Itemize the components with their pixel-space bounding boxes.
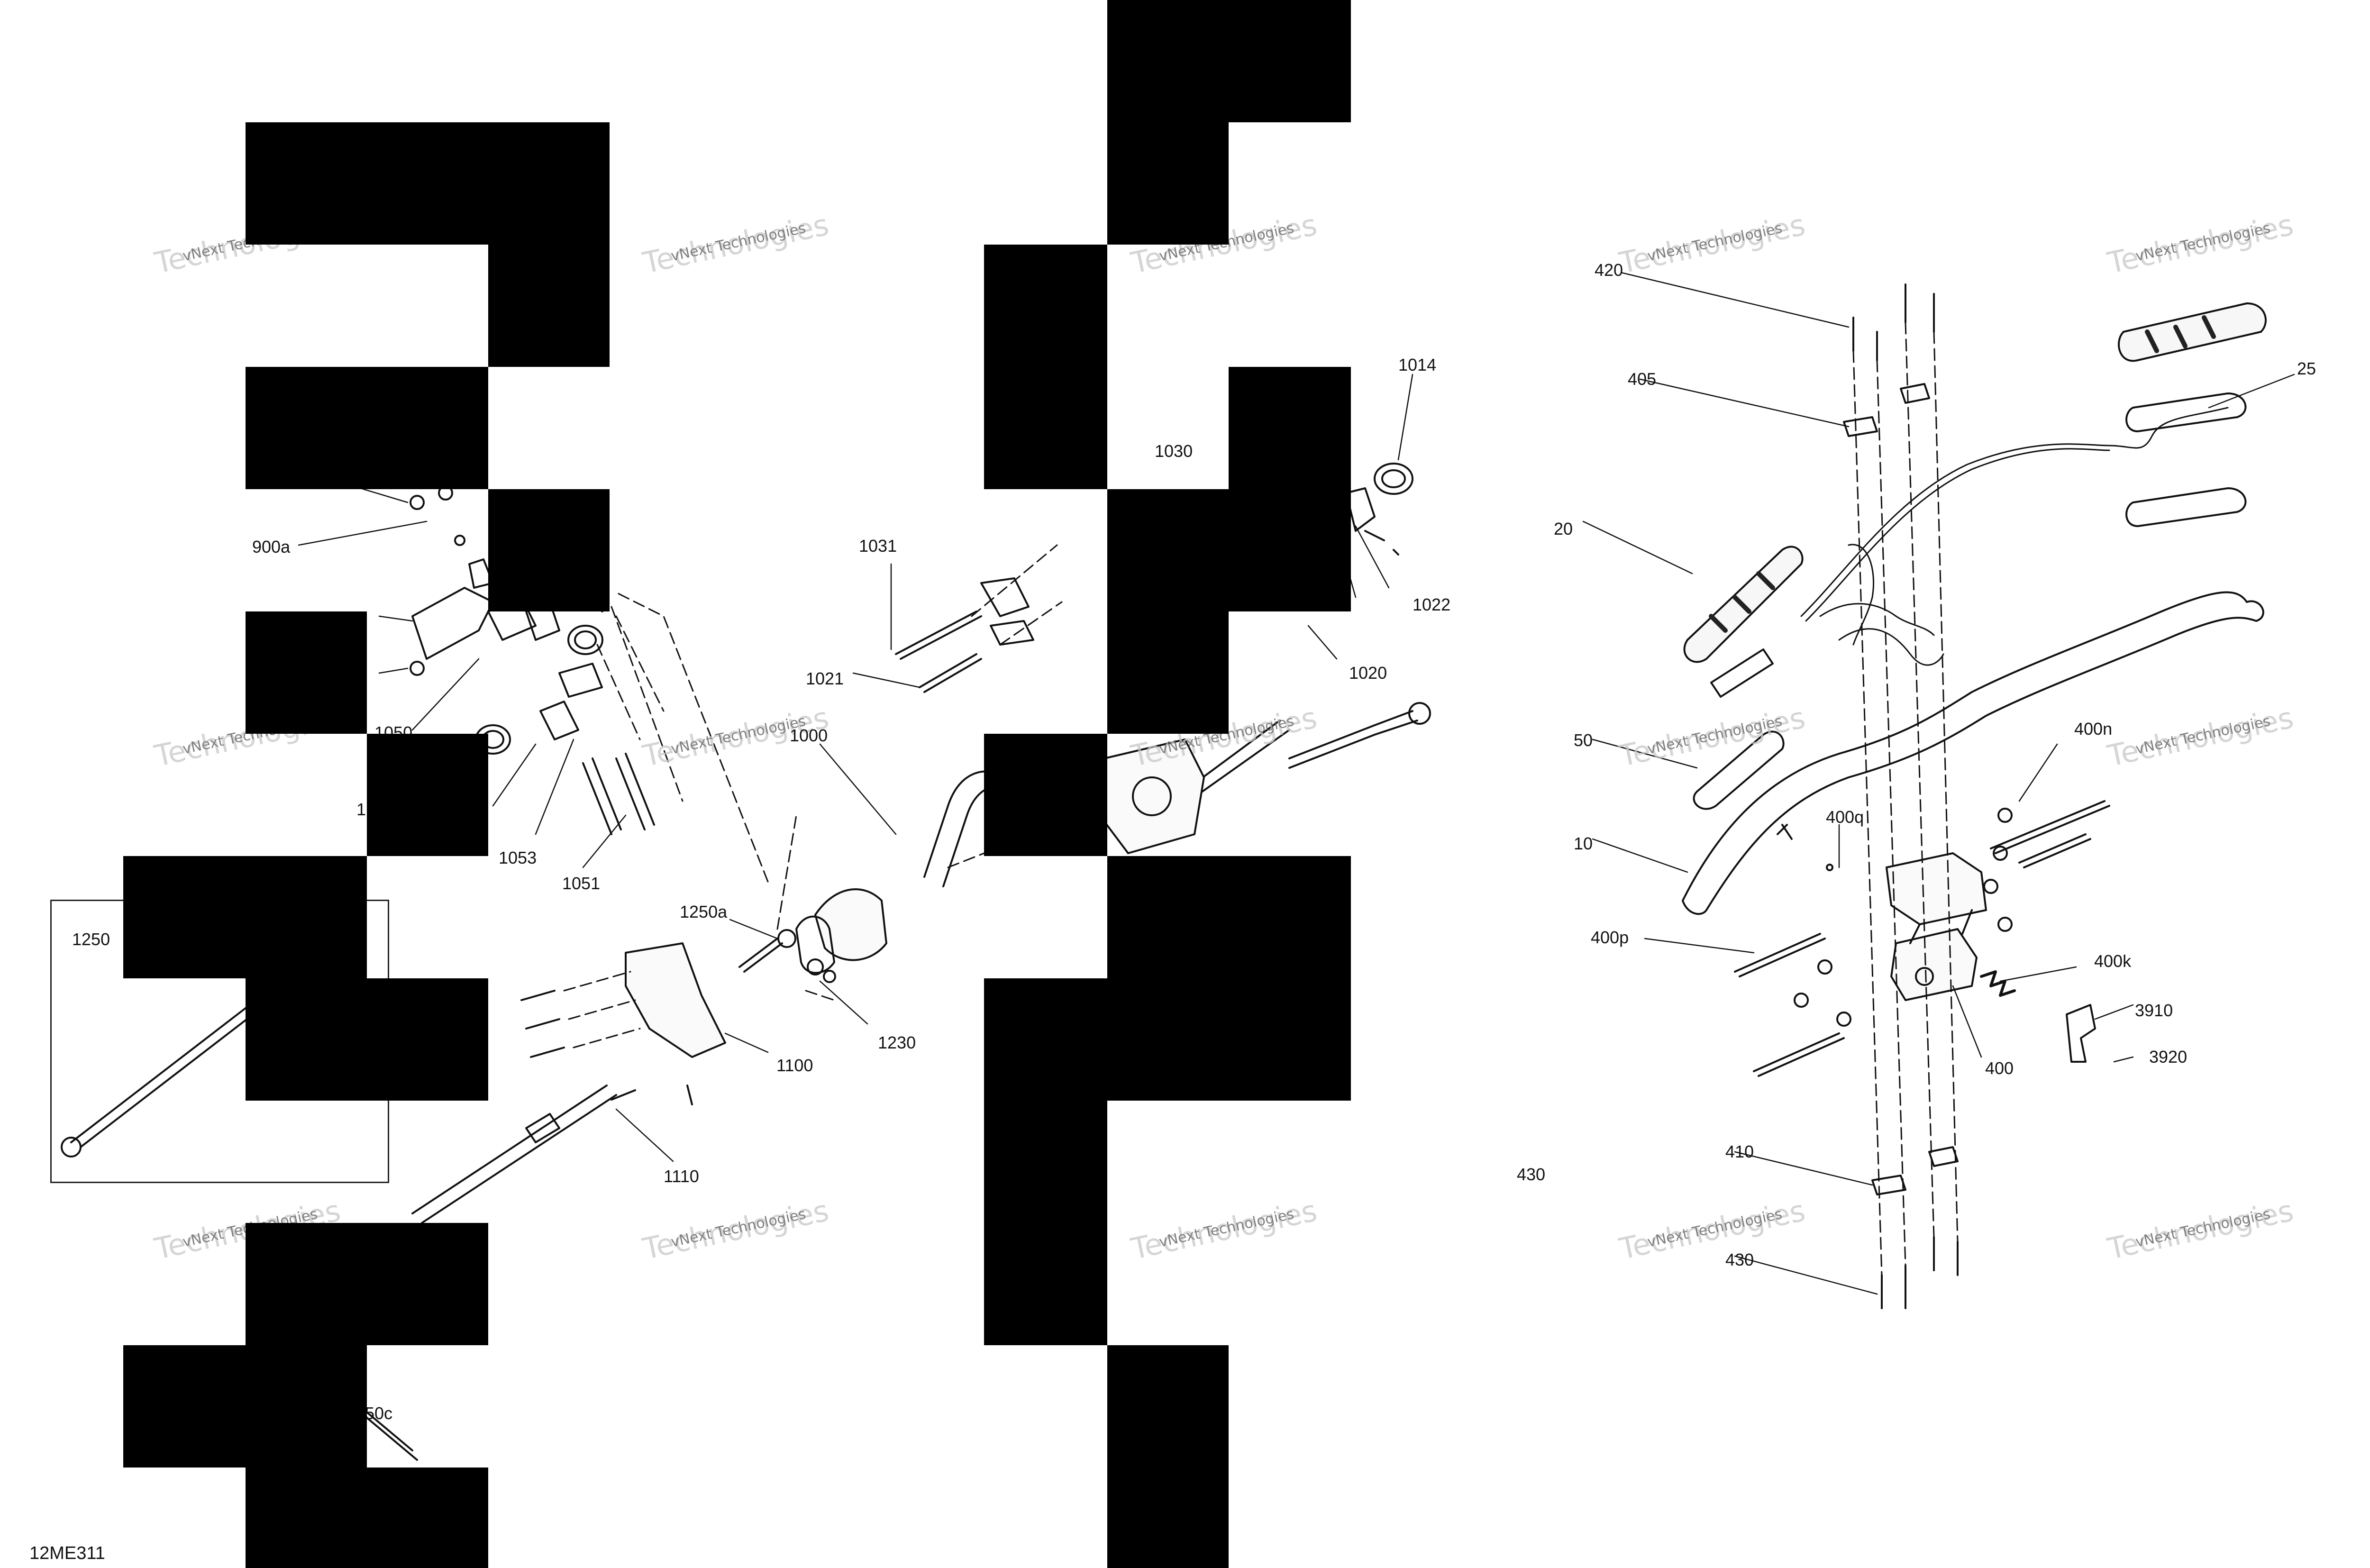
redaction-block [246, 1223, 488, 1345]
callout-430: 430 [1725, 1250, 1754, 1269]
redaction-block [123, 856, 367, 978]
callout-1053: 1053 [499, 848, 537, 867]
grip-sleeve-upper [2125, 392, 2247, 432]
callout-410: 410 [1725, 1142, 1754, 1161]
grip-sleeve-lower [2125, 487, 2247, 527]
redaction-block [984, 978, 1351, 1101]
bolt-long [1753, 1032, 1845, 1077]
callout-1020: 1020 [1349, 663, 1387, 683]
callout-25: 25 [2297, 359, 2316, 378]
callout-1051: 1051 [562, 874, 601, 893]
callout-1031: 1031 [859, 536, 897, 556]
redaction-block [984, 734, 1107, 856]
clamp-upper-a [1843, 416, 1878, 437]
bracket [411, 587, 494, 660]
bolt-400p [1734, 933, 1826, 977]
handlebar-tube [1682, 591, 2248, 902]
callout-400q: 400q [1826, 807, 1864, 827]
bolt-top [1990, 800, 2110, 854]
cover-plate [625, 942, 726, 1058]
seal-ring [1374, 463, 1413, 495]
callout-1022: 1022 [1413, 595, 1451, 614]
diagram-code: 12ME311 [29, 1543, 105, 1563]
callout-430-left: 430 [1517, 1165, 1546, 1184]
redaction-block [246, 367, 488, 489]
redaction-block [1107, 1345, 1229, 1568]
redaction-block [984, 1101, 1107, 1345]
tie-rod [1288, 710, 1418, 769]
callout-400: 400 [1985, 1058, 2014, 1078]
callout-420: 420 [1595, 260, 1623, 280]
lower-shaft [411, 1085, 617, 1224]
callout-1030: 1030 [1155, 441, 1193, 461]
handlebar-assembly [1682, 283, 2267, 1309]
callout-1230: 1230 [878, 1033, 916, 1052]
callout-20: 20 [1554, 519, 1573, 538]
callout-fragment: 1 [356, 800, 366, 819]
callout-1250: 1250 [72, 930, 110, 949]
callout-400k: 400k [2094, 951, 2132, 971]
callout-10: 10 [1574, 834, 1593, 853]
throttle-cable [1800, 407, 2229, 617]
bolt-1021 [919, 653, 982, 693]
callout-1100: 1100 [776, 1056, 813, 1075]
redaction-block [246, 611, 367, 734]
left-grip [1683, 546, 1804, 663]
redaction-block [246, 122, 610, 245]
redaction-block [1229, 367, 1351, 489]
clamp-lower-b [1928, 1146, 1959, 1167]
callout-1014: 1014 [1398, 355, 1437, 374]
redaction-block [246, 1468, 488, 1568]
callout-900a: 900a [252, 537, 291, 556]
callout-1250a: 1250a [680, 902, 728, 921]
redaction-block [246, 978, 488, 1101]
redaction-block [488, 245, 610, 367]
redaction-block [1107, 611, 1229, 734]
callout-405: 405 [1628, 369, 1657, 389]
callout-3910: 3910 [2135, 1001, 2173, 1020]
right-grip [2118, 302, 2267, 362]
callout-400p: 400p [1591, 928, 1629, 947]
callout-50: 50 [1574, 730, 1593, 750]
left-bracket-assembly [61, 485, 684, 1463]
spring [1980, 970, 2016, 997]
redaction-block [984, 245, 1107, 489]
redaction-block [123, 1345, 367, 1468]
redaction-block [1107, 489, 1351, 611]
leader-lines [298, 272, 2295, 1295]
redaction-block [1107, 0, 1351, 122]
callout-50c: 50c [365, 1404, 393, 1423]
throttle-sleeve [1693, 730, 1785, 810]
bolt-1051 [582, 757, 622, 835]
callout-1110: 1110 [664, 1167, 699, 1186]
callout-1000: 1000 [790, 726, 828, 745]
lever [2066, 1004, 2096, 1063]
callout-1021: 1021 [806, 669, 844, 688]
redaction-block [1107, 856, 1351, 978]
redaction-block [367, 734, 488, 856]
callout-3920: 3920 [2149, 1047, 2188, 1067]
handlebar-riser [1886, 852, 1987, 1001]
callout-400n: 400n [2074, 719, 2113, 738]
redaction-block [488, 489, 610, 611]
bolt-1031 [895, 611, 982, 660]
steering-column-assembly [411, 463, 1431, 1224]
clamp-upper-b [1900, 383, 1930, 404]
cable-1250 [70, 999, 266, 1148]
redaction-block [1107, 122, 1229, 245]
clamp-lower-a [1871, 1175, 1906, 1195]
steering-arm [814, 888, 887, 961]
